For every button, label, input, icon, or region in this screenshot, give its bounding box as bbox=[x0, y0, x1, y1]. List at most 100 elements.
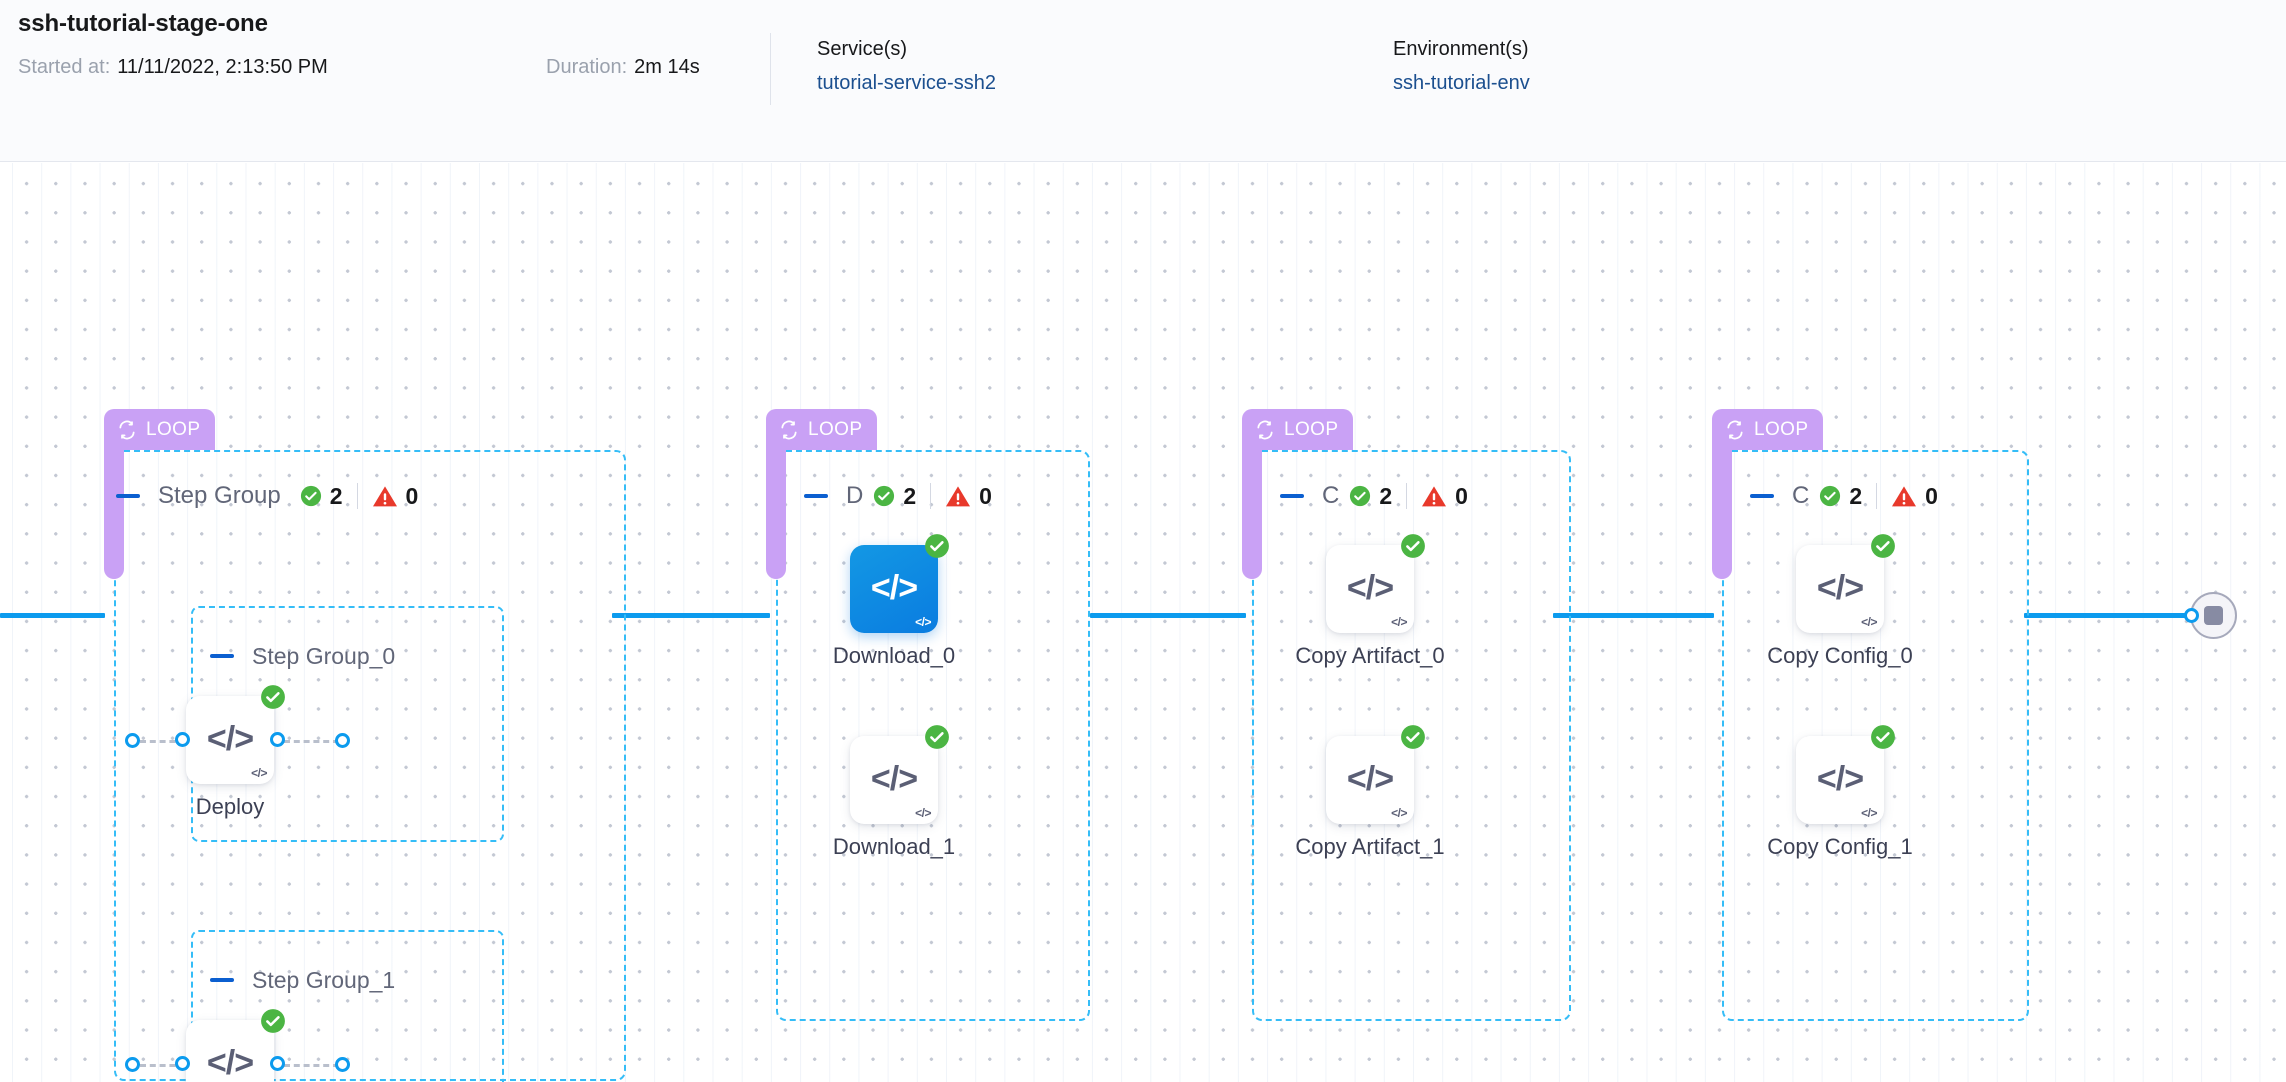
node-card[interactable]: </> </> bbox=[1796, 736, 1884, 824]
connector-3-to-4 bbox=[1553, 613, 1714, 618]
node-label: Copy Artifact_1 bbox=[1295, 834, 1445, 859]
collapse-dash-icon[interactable] bbox=[1280, 494, 1304, 498]
environment-link[interactable]: ssh-tutorial-env bbox=[1393, 72, 1530, 94]
code-icon: </> bbox=[206, 1044, 254, 1082]
node-output-port[interactable] bbox=[270, 732, 285, 747]
loop-body-copy-config bbox=[1722, 450, 2029, 1021]
status-badge-success bbox=[1400, 533, 1426, 559]
success-count-value: 2 bbox=[329, 482, 343, 509]
group-header-copy-artifact[interactable]: C 2 bbox=[1280, 481, 1468, 511]
node-label: Copy Config_0 bbox=[1767, 643, 1913, 668]
error-count-value: 0 bbox=[979, 482, 992, 509]
step-node-copy-artifact-0[interactable]: </> </> Copy Artifact_0 bbox=[1295, 534, 1445, 668]
collapse-dash-icon[interactable] bbox=[1750, 494, 1774, 498]
collapse-dash-icon[interactable] bbox=[210, 978, 234, 982]
loop-icon bbox=[779, 420, 799, 440]
success-count: 2 bbox=[1349, 483, 1392, 510]
check-circle-icon bbox=[300, 485, 322, 507]
step-node-copy-config-1[interactable]: </> </> Copy Config_1 bbox=[1767, 725, 1913, 859]
node-label: Copy Config_1 bbox=[1767, 834, 1913, 859]
loop-group-copy-config[interactable]: LOOP C 2 bbox=[1712, 409, 2029, 1021]
collapse-dash-icon[interactable] bbox=[804, 494, 828, 498]
loop-badge-label: LOOP bbox=[1754, 418, 1809, 440]
started-at-row: Started at: 11/11/2022, 2:13:50 PM bbox=[18, 56, 328, 86]
code-icon-small: </> bbox=[1391, 806, 1407, 820]
stepgroup-1-outlet-connector bbox=[284, 1064, 339, 1067]
code-icon: </> bbox=[1346, 760, 1394, 798]
stepgroup-0-outlet-port[interactable] bbox=[335, 733, 350, 748]
loop-group-copy-artifact[interactable]: LOOP C 2 bbox=[1242, 409, 1571, 1021]
error-count-value: 0 bbox=[1925, 482, 1938, 509]
started-at-label: Started at: bbox=[18, 56, 111, 78]
group-counts: 2 0 bbox=[1349, 483, 1468, 510]
node-card[interactable]: </> </> bbox=[1796, 545, 1884, 633]
pipeline-end-node[interactable] bbox=[2190, 592, 2237, 639]
connector-2-to-3 bbox=[1090, 613, 1246, 618]
end-node-input-port[interactable] bbox=[2184, 608, 2199, 623]
node-card[interactable]: </> </> bbox=[850, 736, 938, 824]
status-badge-success bbox=[924, 533, 950, 559]
step-group-1-box[interactable] bbox=[191, 930, 504, 1082]
header-divider bbox=[770, 33, 771, 105]
code-icon-small: </> bbox=[251, 766, 267, 780]
count-divider bbox=[1876, 483, 1878, 509]
duration-row: Duration: 2m 14s bbox=[546, 56, 700, 79]
pipeline-graph-canvas[interactable]: LOOP Step Group 2 bbox=[0, 163, 2286, 1082]
step-node-deploy[interactable]: </> </> Deploy bbox=[175, 685, 285, 819]
warning-triangle-icon bbox=[945, 485, 971, 508]
group-header-step-group-1[interactable]: Step Group_1 bbox=[210, 965, 395, 995]
service-link[interactable]: tutorial-service-ssh2 bbox=[817, 72, 996, 94]
group-header-step-group-0[interactable]: Step Group_0 bbox=[210, 641, 395, 671]
code-icon-small: </> bbox=[1861, 615, 1877, 629]
node-label: Deploy bbox=[195, 794, 265, 819]
loop-body-step-group bbox=[114, 450, 626, 1081]
group-header-download[interactable]: D 2 bbox=[804, 481, 992, 511]
collapse-dash-icon[interactable] bbox=[116, 494, 140, 498]
code-icon-small: </> bbox=[915, 806, 931, 820]
loop-body-copy-artifact bbox=[1252, 450, 1571, 1021]
stepgroup-1-outlet-port[interactable] bbox=[335, 1057, 350, 1072]
loop-icon bbox=[117, 420, 137, 440]
warning-triangle-icon bbox=[372, 485, 398, 508]
node-card[interactable]: </> </> bbox=[1326, 545, 1414, 633]
code-icon: </> bbox=[870, 760, 918, 798]
step-node-download-0[interactable]: </> </> Download_0 bbox=[833, 534, 955, 668]
step-node-copy-artifact-1[interactable]: </> </> Copy Artifact_1 bbox=[1295, 725, 1445, 859]
group-header-step-group[interactable]: Step Group 2 bbox=[116, 481, 418, 511]
warning-triangle-icon bbox=[1891, 485, 1917, 508]
error-count-value: 0 bbox=[1455, 482, 1468, 509]
loop-group-step-group[interactable]: LOOP Step Group 2 bbox=[104, 409, 626, 1082]
stepgroup-0-inlet-port[interactable] bbox=[125, 733, 140, 748]
collapse-dash-icon[interactable] bbox=[210, 654, 234, 658]
code-icon-small: </> bbox=[1391, 615, 1407, 629]
step-node-copy-config-0[interactable]: </> </> Copy Config_0 bbox=[1767, 534, 1913, 668]
node-output-port[interactable] bbox=[270, 1056, 285, 1071]
code-icon-small: </> bbox=[1861, 806, 1877, 820]
node-card[interactable]: </> </> bbox=[1326, 736, 1414, 824]
connector-4-to-end bbox=[2024, 613, 2196, 618]
node-input-port[interactable] bbox=[175, 1056, 190, 1071]
node-label: Download_1 bbox=[832, 834, 956, 859]
stepgroup-1-inlet-port[interactable] bbox=[125, 1057, 140, 1072]
duration-value: 2m 14s bbox=[634, 56, 700, 78]
loop-left-bar bbox=[766, 441, 786, 579]
started-at-value: 11/11/2022, 2:13:50 PM bbox=[117, 56, 328, 78]
group-header-copy-config[interactable]: C 2 bbox=[1750, 481, 1938, 511]
subgroup-title: Step Group_0 bbox=[252, 642, 396, 669]
loop-badge: LOOP bbox=[104, 409, 216, 450]
node-input-port[interactable] bbox=[175, 732, 190, 747]
stepgroup-0-outlet-connector bbox=[284, 740, 339, 743]
group-counts: 2 0 bbox=[1819, 483, 1938, 510]
success-count: 2 bbox=[873, 483, 916, 510]
loop-group-download[interactable]: LOOP D 2 bbox=[766, 409, 1090, 1021]
stepgroup-0-inlet-connector bbox=[140, 740, 195, 743]
node-card[interactable]: </> </> bbox=[850, 545, 938, 633]
step-node-download-1[interactable]: </> </> Download_1 bbox=[833, 725, 955, 859]
error-count: 0 bbox=[1421, 483, 1468, 510]
node-card[interactable]: </> </> bbox=[186, 696, 274, 784]
step-node-deploy-1[interactable]: </> </> bbox=[175, 1009, 285, 1082]
node-card[interactable]: </> </> bbox=[186, 1020, 274, 1082]
execution-header: ssh-tutorial-stage-one Started at: 11/11… bbox=[0, 0, 2286, 162]
code-icon: </> bbox=[206, 720, 254, 758]
page-title: ssh-tutorial-stage-one bbox=[18, 10, 268, 37]
